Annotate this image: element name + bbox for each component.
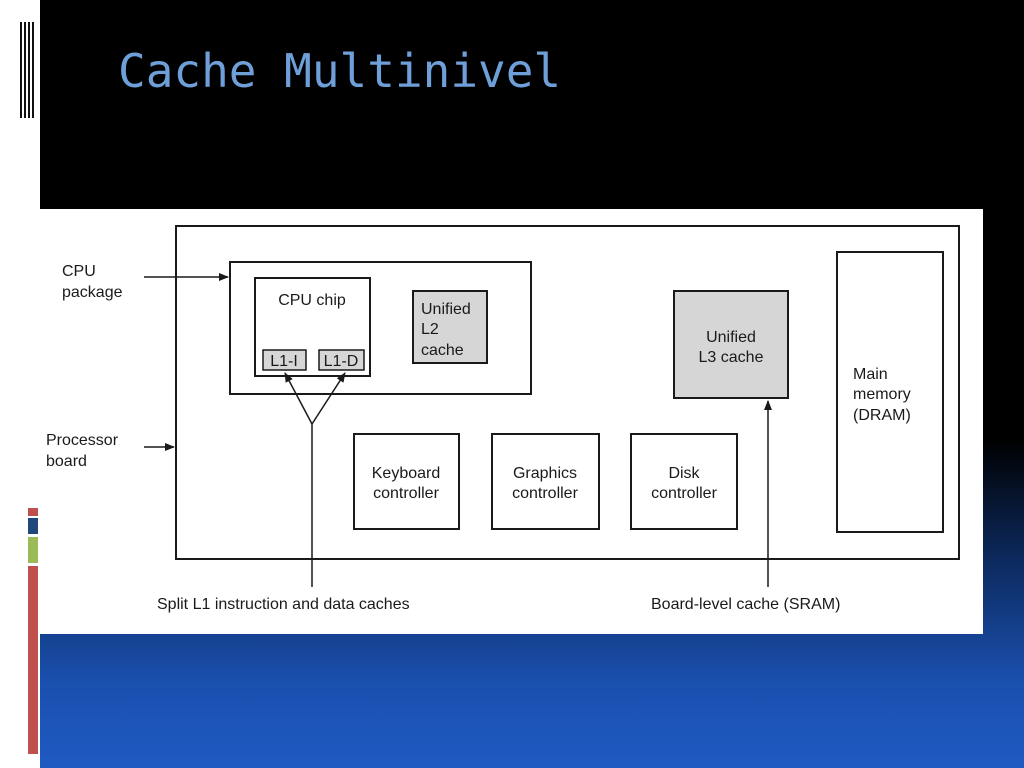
processor-board-label-line1: Processor [46, 432, 119, 449]
barcode-decoration [20, 22, 34, 118]
unified-l2-cache-box [412, 290, 488, 364]
graphics-controller-label-line1: Graphics [513, 465, 577, 482]
main-memory-label-line2: memory [853, 386, 911, 403]
accent-bar-red-tall [28, 566, 38, 754]
unified-l3-label-line1: Unified [706, 329, 756, 346]
graphics-controller-label-line2: controller [512, 485, 578, 502]
split-l1-arrow-to-l1-i [284, 372, 313, 425]
cpu-package-label-line2: package [62, 284, 123, 301]
l1-d-cache-box [318, 349, 365, 371]
keyboard-controller-label-line2: controller [373, 485, 439, 502]
cpu-package-box [229, 261, 532, 395]
unified-l2-label-line3: cache [421, 342, 464, 359]
keyboard-controller-label-line1: Keyboard [372, 465, 441, 482]
processor-board-box [175, 225, 960, 560]
cache-diagram: CPU chip L1-I L1-D Unified L2 cache Unif… [46, 225, 960, 613]
accent-bar-red-small [28, 508, 38, 516]
main-memory-label-line3: (DRAM) [853, 407, 911, 424]
processor-board-label-line2: board [46, 453, 87, 470]
board-level-cache-caption: Board-level cache (SRAM) [651, 596, 840, 613]
l1-i-cache-box [262, 349, 307, 371]
disk-controller-label-line2: controller [651, 485, 717, 502]
keyboard-controller-box [353, 433, 460, 530]
cache-diagram-figure: CPU chip L1-I L1-D Unified L2 cache Unif… [40, 209, 983, 634]
unified-l3-label-line2: L3 cache [699, 349, 764, 366]
graphics-controller-box [491, 433, 600, 530]
unified-l3-cache-box [673, 290, 789, 399]
accent-bar-blue [28, 518, 38, 534]
main-memory-label-line1: Main [853, 366, 888, 383]
split-l1-caption: Split L1 instruction and data caches [157, 596, 410, 613]
cpu-chip-label: CPU chip [278, 292, 346, 309]
cpu-package-label-line1: CPU [62, 263, 96, 280]
l1-i-label: L1-I [270, 353, 298, 370]
accent-bar-green [28, 537, 38, 563]
l1-d-label: L1-D [324, 353, 359, 370]
main-memory-box [836, 251, 944, 533]
slide-title: Cache Multinivel [118, 44, 562, 98]
unified-l2-label-line1: Unified [421, 301, 471, 318]
unified-l2-label-line2: L2 [421, 321, 439, 338]
split-l1-arrow-to-l1-d [311, 372, 346, 425]
disk-controller-box [630, 433, 738, 530]
disk-controller-label-line1: Disk [668, 465, 700, 482]
cpu-chip-box [254, 277, 371, 377]
